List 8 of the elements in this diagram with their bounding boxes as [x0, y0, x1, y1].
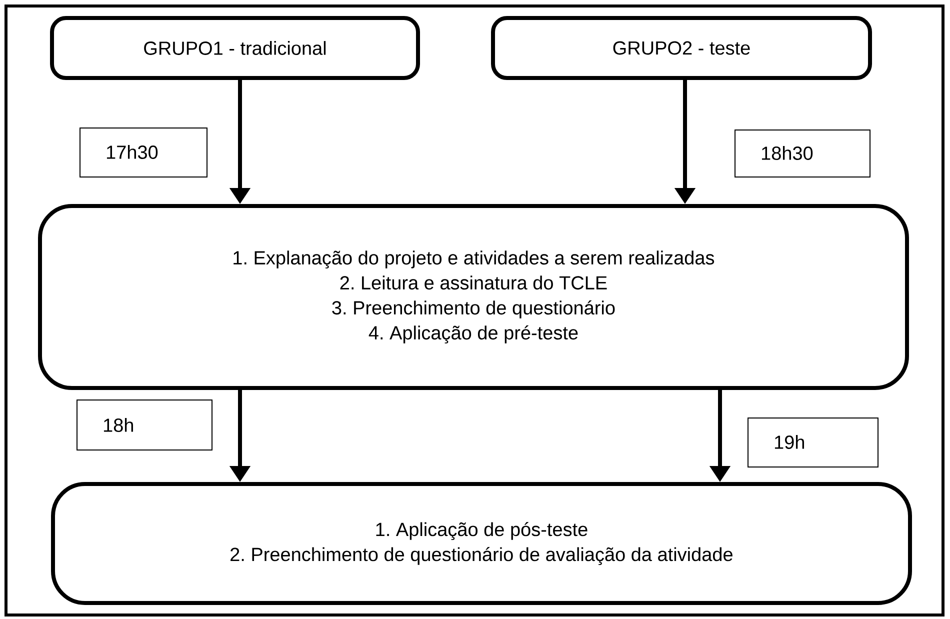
- time-box: 18h30: [734, 130, 870, 178]
- time-box: 17h30: [80, 128, 208, 178]
- time-box: 19h: [748, 418, 878, 468]
- group-box: GRUPO2 - teste: [491, 16, 872, 80]
- step-box: 1. Aplicação de pós-teste 2. Preenchimento de questionário de avaliação da atividade: [51, 482, 912, 605]
- time-box: 18h: [76, 400, 212, 450]
- step-box: 1. Explanação do projeto e atividades a serem realizadas 2. Leitura e assinatura do TCLE 3. Preenchimento de questionário 4. Aplicação de pré-teste: [38, 204, 909, 390]
- group-box: GRUPO1 - tradicional: [50, 16, 420, 80]
